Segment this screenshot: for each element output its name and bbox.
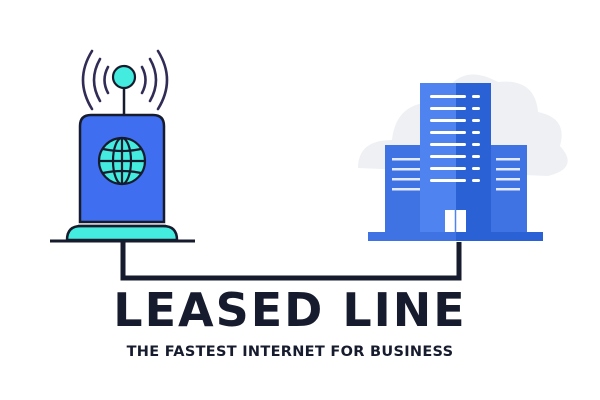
signal-waves-icon <box>81 49 169 111</box>
transmitter-tower-icon <box>50 49 195 243</box>
office-building-icon <box>368 83 543 241</box>
page-title: LEASED LINE <box>113 283 467 337</box>
tagline: THE FASTEST INTERNET FOR BUSINESS <box>126 344 454 360</box>
connection-line <box>120 242 462 281</box>
globe-icon <box>97 136 147 186</box>
